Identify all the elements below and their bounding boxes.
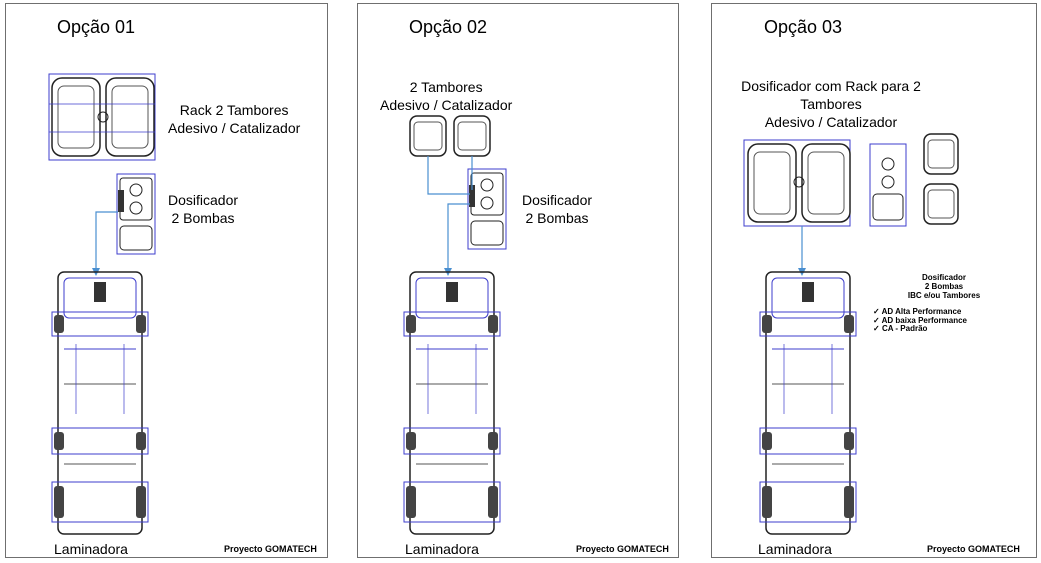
flow-arrow (95, 211, 118, 270)
option-panel-3: Opção 03 (711, 3, 1037, 558)
rack-drums-graphic (48, 73, 156, 161)
rack-label: Dosificador com Rack para 2 Tambores Ade… (741, 78, 921, 130)
check-icon: ✓ (873, 324, 882, 333)
machine-label: Laminadora (405, 541, 479, 557)
checklist-item: ✓ AD baixa Performance (873, 315, 968, 325)
laminator-graphic (759, 271, 857, 535)
panel-title: Opção 03 (764, 17, 843, 37)
option-1-diagram (48, 73, 156, 535)
machine-label: Laminadora (758, 541, 832, 557)
panel-title: Opção 02 (409, 17, 488, 37)
project-label: Proyecto GOMATECH (224, 544, 317, 554)
option-3-diagram (743, 133, 959, 535)
check-icon: ✓ (873, 307, 882, 316)
dosifier-graphic (467, 168, 507, 250)
option-panel-1: Opção 01 (5, 3, 328, 558)
checklist-item: ✓ AD Alta Performance (873, 307, 962, 316)
check-icon: ✓ (873, 315, 882, 325)
dosifier-graphic (869, 143, 907, 227)
dosifier-label: Dosificador 2 Bombas (168, 192, 239, 226)
option-2-diagram (403, 115, 507, 535)
dosifier-graphic (116, 173, 156, 255)
panel-title: Opção 01 (57, 17, 136, 37)
dosifier-label: Dosificador 2 Bombas (522, 192, 593, 226)
project-label: Proyecto GOMATECH (576, 544, 669, 554)
drums-label: 2 Tambores Adesivo / Catalizador (380, 79, 513, 113)
performance-checklist: ✓ AD Alta Performance ✓ AD baixa Perform… (873, 307, 968, 334)
rack-drums-graphic (743, 139, 851, 227)
laminator-graphic (403, 271, 501, 535)
flow-arrow-3 (447, 203, 470, 270)
project-label: Proyecto GOMATECH (927, 544, 1020, 554)
option-panel-2: Opção 02 (357, 3, 679, 558)
laminator-graphic (51, 271, 149, 535)
machine-label: Laminadora (54, 541, 128, 557)
checklist-item: ✓ CA - Padrão (873, 324, 928, 333)
flow-arrow-1 (427, 156, 470, 195)
dosifier-label: Dosificador 2 Bombas IBC e/ou Tambores (907, 273, 981, 300)
rack-label: Rack 2 Tambores Adesivo / Catalizador (168, 102, 301, 136)
drums-graphic (409, 115, 491, 157)
ibc-drums-graphic (923, 133, 959, 225)
